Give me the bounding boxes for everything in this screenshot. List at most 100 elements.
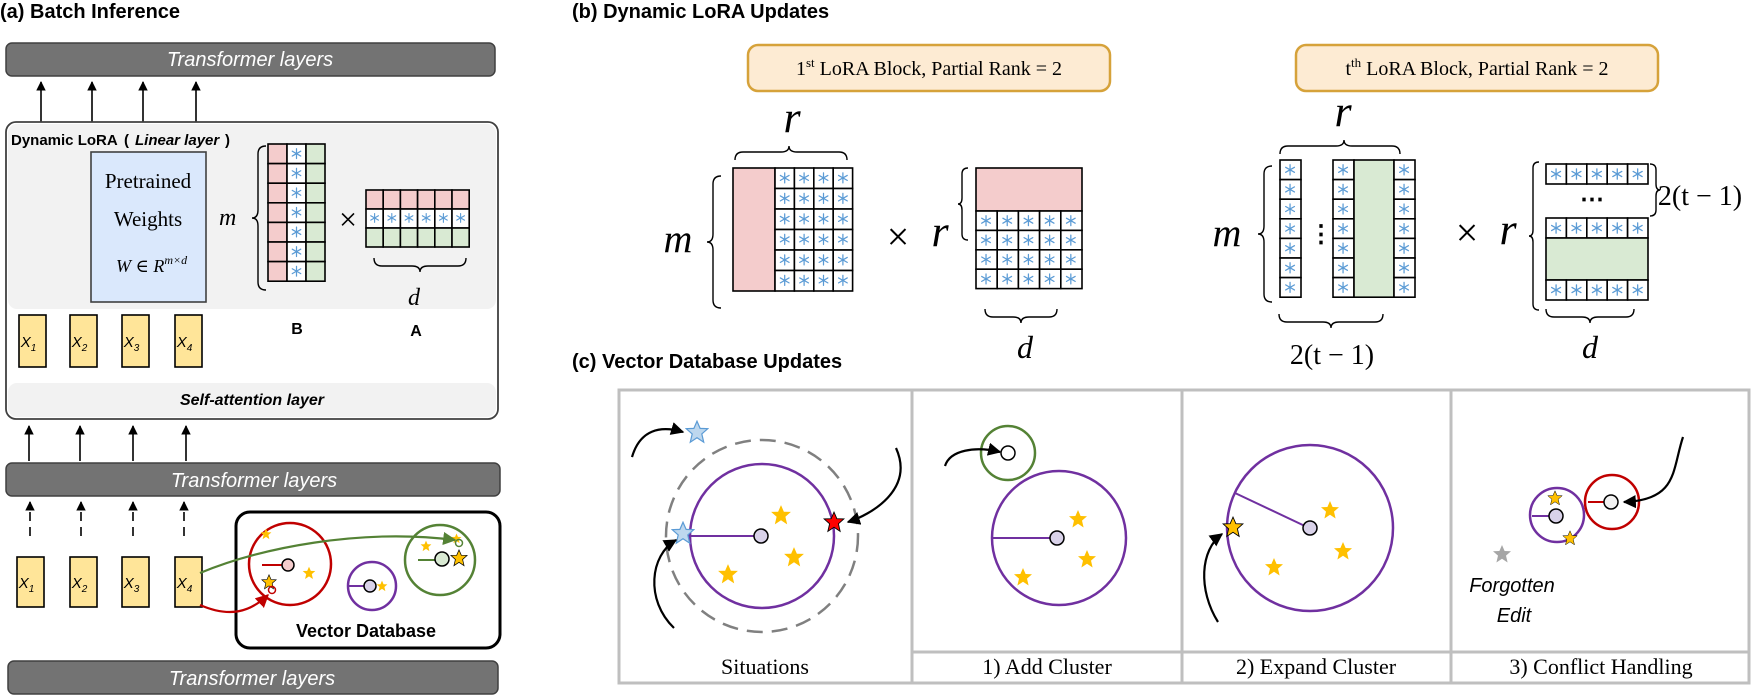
- matrix-cell: [305, 260, 326, 283]
- matrix-cell: [451, 189, 471, 210]
- bt-d-label: d: [1582, 329, 1599, 365]
- transformer-bar-bottom: Transformer layers: [7, 660, 499, 695]
- token-box: [174, 314, 203, 368]
- self-attention-label: Self-attention layer: [180, 392, 325, 409]
- close-paren: ): [225, 132, 230, 149]
- pretrained-line1: Pretrained: [105, 169, 192, 193]
- matrix-cell: [451, 227, 471, 248]
- matrix-cell: [267, 143, 288, 165]
- panel-c-frame: [617, 388, 1751, 685]
- conflict-handling-cell: Forgotten Edit 3) Conflict Handling: [1469, 436, 1693, 679]
- dynamic-lora-label: Dynamic LoRA: [11, 132, 118, 149]
- dynamic-lora-box: Dynamic LoRA ( Linear layer ) Pretrained…: [5, 121, 499, 420]
- b1-times: ×: [887, 214, 910, 259]
- red-arrow: [199, 594, 269, 614]
- token-box: [174, 556, 203, 608]
- vector-database-label: Vector Database: [296, 621, 436, 641]
- bt-times: ×: [1456, 210, 1479, 255]
- matrix-cell: [305, 182, 326, 204]
- b1-r-label: r: [783, 93, 801, 142]
- panel-b-title: (b) Dynamic LoRA Updates: [572, 1, 829, 23]
- matrix-cell: [1545, 237, 1649, 281]
- matrix-cell: [399, 189, 419, 210]
- token-box: [69, 556, 98, 608]
- caption-expand-cluster: 2) Expand Cluster: [1236, 654, 1397, 679]
- transformer-bar-top: Transformer layers: [5, 42, 496, 77]
- token-box: [69, 314, 98, 368]
- matrix-cell: [416, 227, 436, 248]
- a-brace: [373, 257, 467, 273]
- b-brace: [251, 145, 267, 291]
- forgotten-line1: Forgotten: [1469, 575, 1555, 597]
- matrix-cell: [975, 167, 1083, 212]
- matrix-cell: [305, 143, 326, 165]
- expand-cluster-cell: 2) Expand Cluster: [1203, 443, 1397, 679]
- vector-database-box: Vector Database: [234, 510, 502, 650]
- pretrained-weights-box: [90, 151, 207, 303]
- matrix-cell: [305, 221, 326, 243]
- b1-d-label: d: [1017, 329, 1034, 365]
- blockt-label: tth LoRA Block, Partial Rank = 2: [1345, 55, 1608, 80]
- transformer-label-bottom: Transformer layers: [169, 668, 335, 690]
- matrix-cell: [267, 202, 288, 224]
- add-cluster-cell: 1) Add Cluster: [943, 424, 1128, 679]
- a-m-label: m: [219, 205, 236, 231]
- caption-conflict-handling: 3) Conflict Handling: [1509, 654, 1692, 679]
- a-d-label: d: [408, 285, 421, 311]
- matrix-cell: [433, 227, 453, 248]
- a-times: ×: [339, 201, 357, 237]
- situations-cell: Situations: [630, 420, 902, 679]
- token-box: [16, 556, 45, 608]
- bt-a-2t1-label: 2(t − 1): [1658, 181, 1742, 212]
- matrix-cell: [305, 162, 326, 185]
- green-arrow: [199, 531, 457, 575]
- matrix-cell: [365, 227, 385, 248]
- block1-label: 1st LoRA Block, Partial Rank = 2: [796, 55, 1062, 80]
- bt-m-label: m: [1213, 210, 1242, 255]
- matrix-cell: [1353, 159, 1395, 298]
- bt-2t1-label: 2(t − 1): [1290, 340, 1374, 371]
- matrix-cell: [305, 202, 326, 224]
- panel-a-title: (a) Batch Inference: [0, 1, 180, 23]
- matrix-cell: [267, 182, 288, 204]
- matrix-cell: [267, 241, 288, 263]
- b-label: B: [291, 321, 303, 338]
- b1-m-brace: [706, 175, 722, 309]
- b1-r-brace: [734, 145, 848, 161]
- bt-r-label: r: [1334, 87, 1352, 136]
- arrows-from-lower-tokens: [25, 501, 189, 536]
- bt-r-label-2: r: [1499, 205, 1517, 254]
- token-box: [121, 314, 150, 368]
- matrix-cell: [267, 162, 288, 185]
- block1-matrix-b: [732, 167, 854, 292]
- blockt-matrix-b: [1279, 159, 1416, 299]
- matrix-cell: [433, 189, 453, 210]
- blockt-label-box: [1294, 43, 1660, 93]
- b1-m-label: m: [664, 216, 693, 261]
- token-box: [18, 314, 47, 368]
- panel-b: (b) Dynamic LoRA Updates 1st LoRA Block,…: [572, 1, 1742, 371]
- b1-r-label-2: r: [931, 207, 949, 256]
- matrix-b: [267, 143, 326, 283]
- matrix-cell: [305, 241, 326, 263]
- panel-c-title: (c) Vector Database Updates: [572, 351, 842, 373]
- matrix-a: [365, 189, 471, 248]
- matrix-cell: [732, 167, 776, 292]
- matrix-cell: [399, 227, 419, 248]
- caption-situations: Situations: [721, 654, 809, 679]
- caption-add-cluster: 1) Add Cluster: [982, 654, 1112, 679]
- forgotten-line2: Edit: [1497, 605, 1533, 627]
- weight-formula: W ∈ Rm×d: [116, 253, 188, 276]
- arrows-to-top-transformer: [36, 81, 201, 122]
- transformer-label-top: Transformer layers: [167, 49, 333, 71]
- blockt-matrix-a: [1545, 163, 1649, 301]
- matrix-cell: [382, 227, 402, 248]
- panel-a: (a) Batch Inference Transformer layers D…: [0, 1, 502, 695]
- matrix-cell: [365, 189, 385, 210]
- transformer-bar-middle: Transformer layers: [5, 462, 501, 497]
- matrix-cell: [267, 221, 288, 243]
- transformer-label-middle: Transformer layers: [171, 470, 337, 492]
